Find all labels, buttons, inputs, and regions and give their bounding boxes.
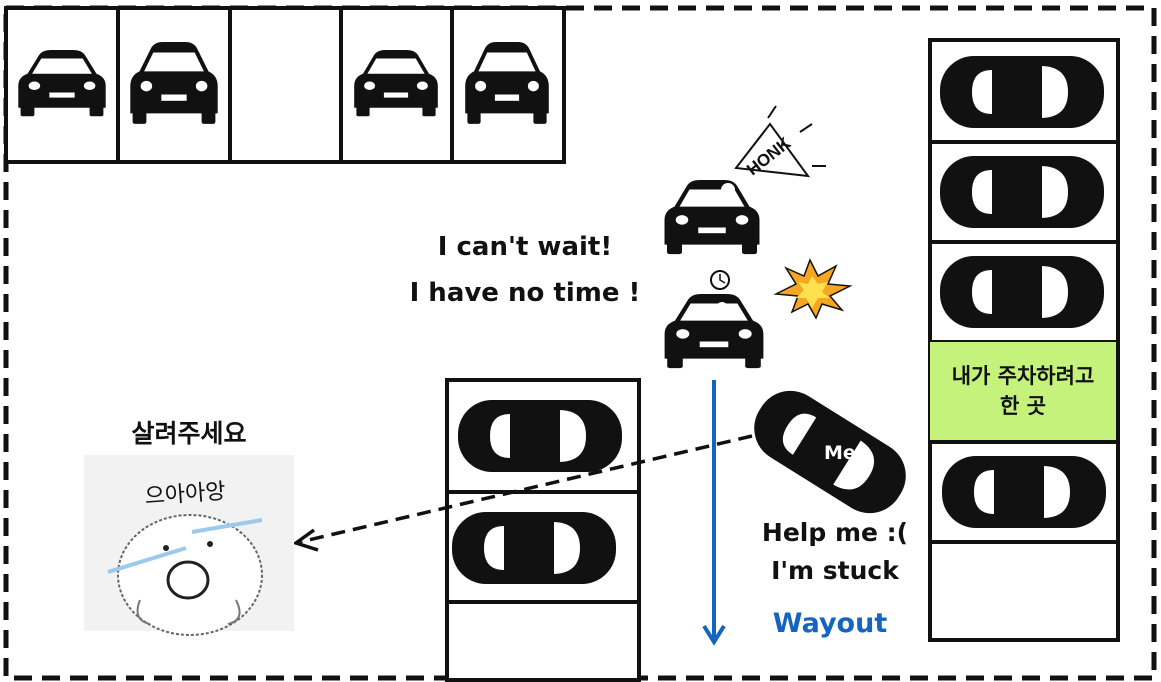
target-spot-line2: 한 곳 [1000, 394, 1046, 418]
explosion-icon [773, 258, 853, 320]
right-column-stalls [928, 38, 1120, 642]
frustrated-car [664, 270, 764, 369]
dashed-arrow [292, 434, 753, 552]
me-label: Me [824, 442, 856, 464]
honk-burst [734, 105, 826, 178]
stuck-text: I'm stuck [771, 556, 899, 585]
honking-car [664, 180, 760, 255]
help-me-text: Help me :( [761, 518, 909, 547]
target-spot-line1: 내가 주차하려고 [951, 364, 1095, 388]
wayout-arrow [702, 380, 726, 646]
cant-wait-text: I can't wait! [437, 232, 613, 262]
wayout-label: Wayout [772, 608, 888, 639]
no-time-text: I have no time ! [409, 278, 641, 308]
target-parking-spot: 내가 주차하려고 한 곳 [930, 342, 1116, 440]
crying-character [84, 455, 294, 636]
save-me-text: 살려주세요 [131, 419, 247, 448]
